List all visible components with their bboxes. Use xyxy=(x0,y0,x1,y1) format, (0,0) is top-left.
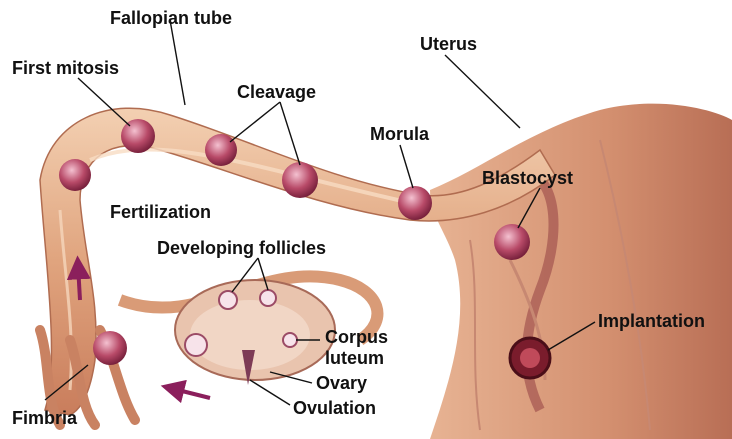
implanted-inner xyxy=(520,348,540,368)
follicle xyxy=(219,291,237,309)
follicle xyxy=(185,334,207,356)
cleavage-cell xyxy=(282,162,318,198)
label-fertilization: Fertilization xyxy=(110,202,211,222)
morula-cell xyxy=(398,186,432,220)
label-blastocyst: Blastocyst xyxy=(482,168,573,188)
label-fimbria: Fimbria xyxy=(12,408,78,428)
follicle xyxy=(260,290,276,306)
label-ovulation: Ovulation xyxy=(293,398,376,418)
label-first-mitosis: First mitosis xyxy=(12,58,119,78)
fertilized-egg xyxy=(59,159,91,191)
ovary xyxy=(175,280,335,385)
label-implantation: Implantation xyxy=(598,311,705,331)
label-corpus: Corpus xyxy=(325,327,388,347)
label-cleavage: Cleavage xyxy=(237,82,316,102)
egg-at-fimbria xyxy=(93,331,127,365)
label-luteum: luteum xyxy=(325,348,384,368)
blastocyst-cell xyxy=(494,224,530,260)
label-morula: Morula xyxy=(370,124,430,144)
uterus-body xyxy=(430,104,732,439)
label-developing-follicles: Developing follicles xyxy=(157,238,326,258)
corpus-luteum xyxy=(283,333,297,347)
label-ovary: Ovary xyxy=(316,373,367,393)
label-fallopian-tube: Fallopian tube xyxy=(110,8,232,28)
cleavage-cell xyxy=(205,134,237,166)
label-uterus: Uterus xyxy=(420,34,477,54)
first-mitosis-cell xyxy=(121,119,155,153)
